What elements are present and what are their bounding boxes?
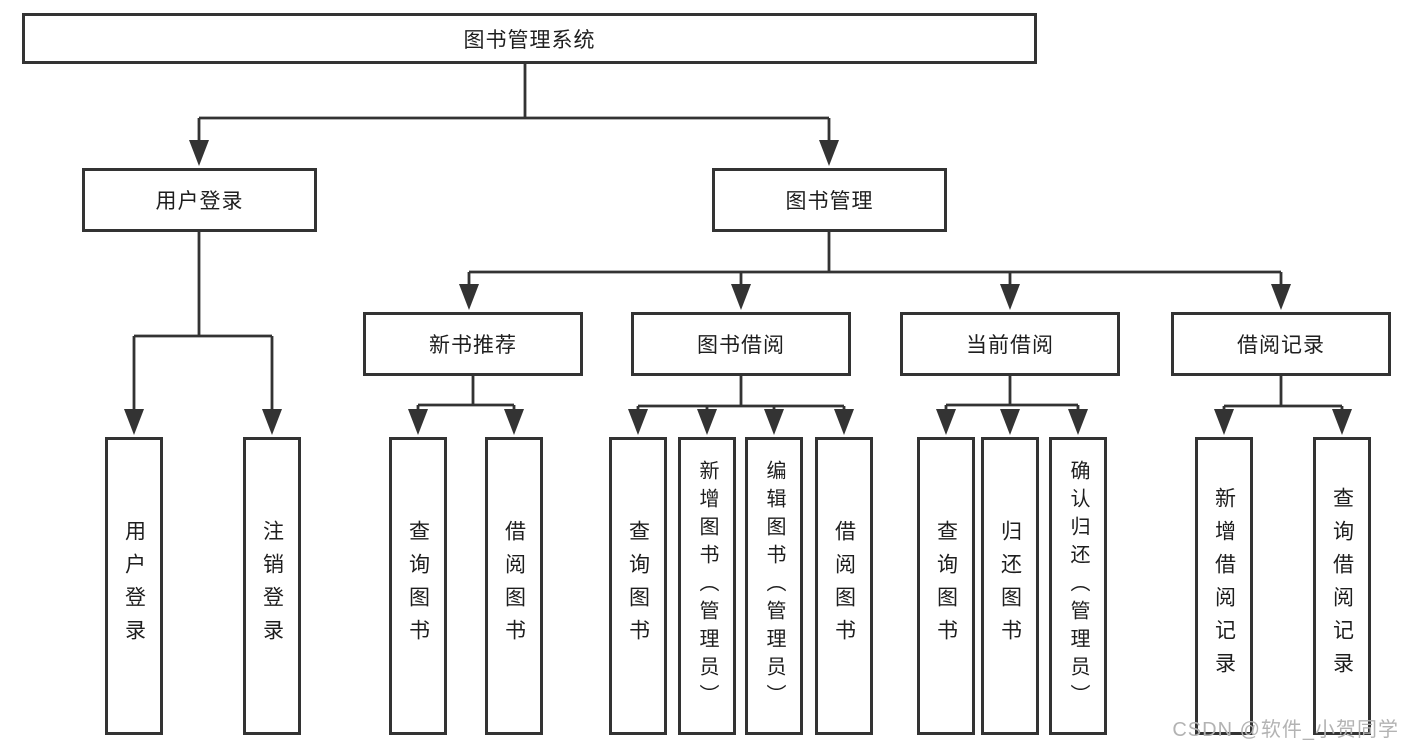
leaf-query-books-2: 查询图书 xyxy=(609,437,667,735)
node-root-library-system: 图书管理系统 xyxy=(22,13,1037,64)
leaf-confirm-return-admin: 确认归还（管理员） xyxy=(1049,437,1107,735)
node-current-borrow: 当前借阅 xyxy=(900,312,1120,376)
leaf-add-borrow-record: 新增借阅记录 xyxy=(1195,437,1253,735)
leaf-logout-login: 注销登录 xyxy=(243,437,301,735)
watermark: CSDN @软件_小贺同学 xyxy=(1172,719,1399,741)
leaf-query-books-3: 查询图书 xyxy=(917,437,975,735)
leaf-add-book-admin: 新增图书（管理员） xyxy=(678,437,736,735)
leaf-borrow-books-2: 借阅图书 xyxy=(815,437,873,735)
node-new-book-recommend: 新书推荐 xyxy=(363,312,583,376)
leaf-borrow-books-1: 借阅图书 xyxy=(485,437,543,735)
leaf-query-borrow-record: 查询借阅记录 xyxy=(1313,437,1371,735)
leaf-query-books-1: 查询图书 xyxy=(389,437,447,735)
node-book-management: 图书管理 xyxy=(712,168,947,232)
leaf-return-book: 归还图书 xyxy=(981,437,1039,735)
node-book-borrow: 图书借阅 xyxy=(631,312,851,376)
leaf-edit-book-admin: 编辑图书（管理员） xyxy=(745,437,803,735)
node-user-login: 用户登录 xyxy=(82,168,317,232)
leaf-user-login: 用户登录 xyxy=(105,437,163,735)
node-borrow-records: 借阅记录 xyxy=(1171,312,1391,376)
